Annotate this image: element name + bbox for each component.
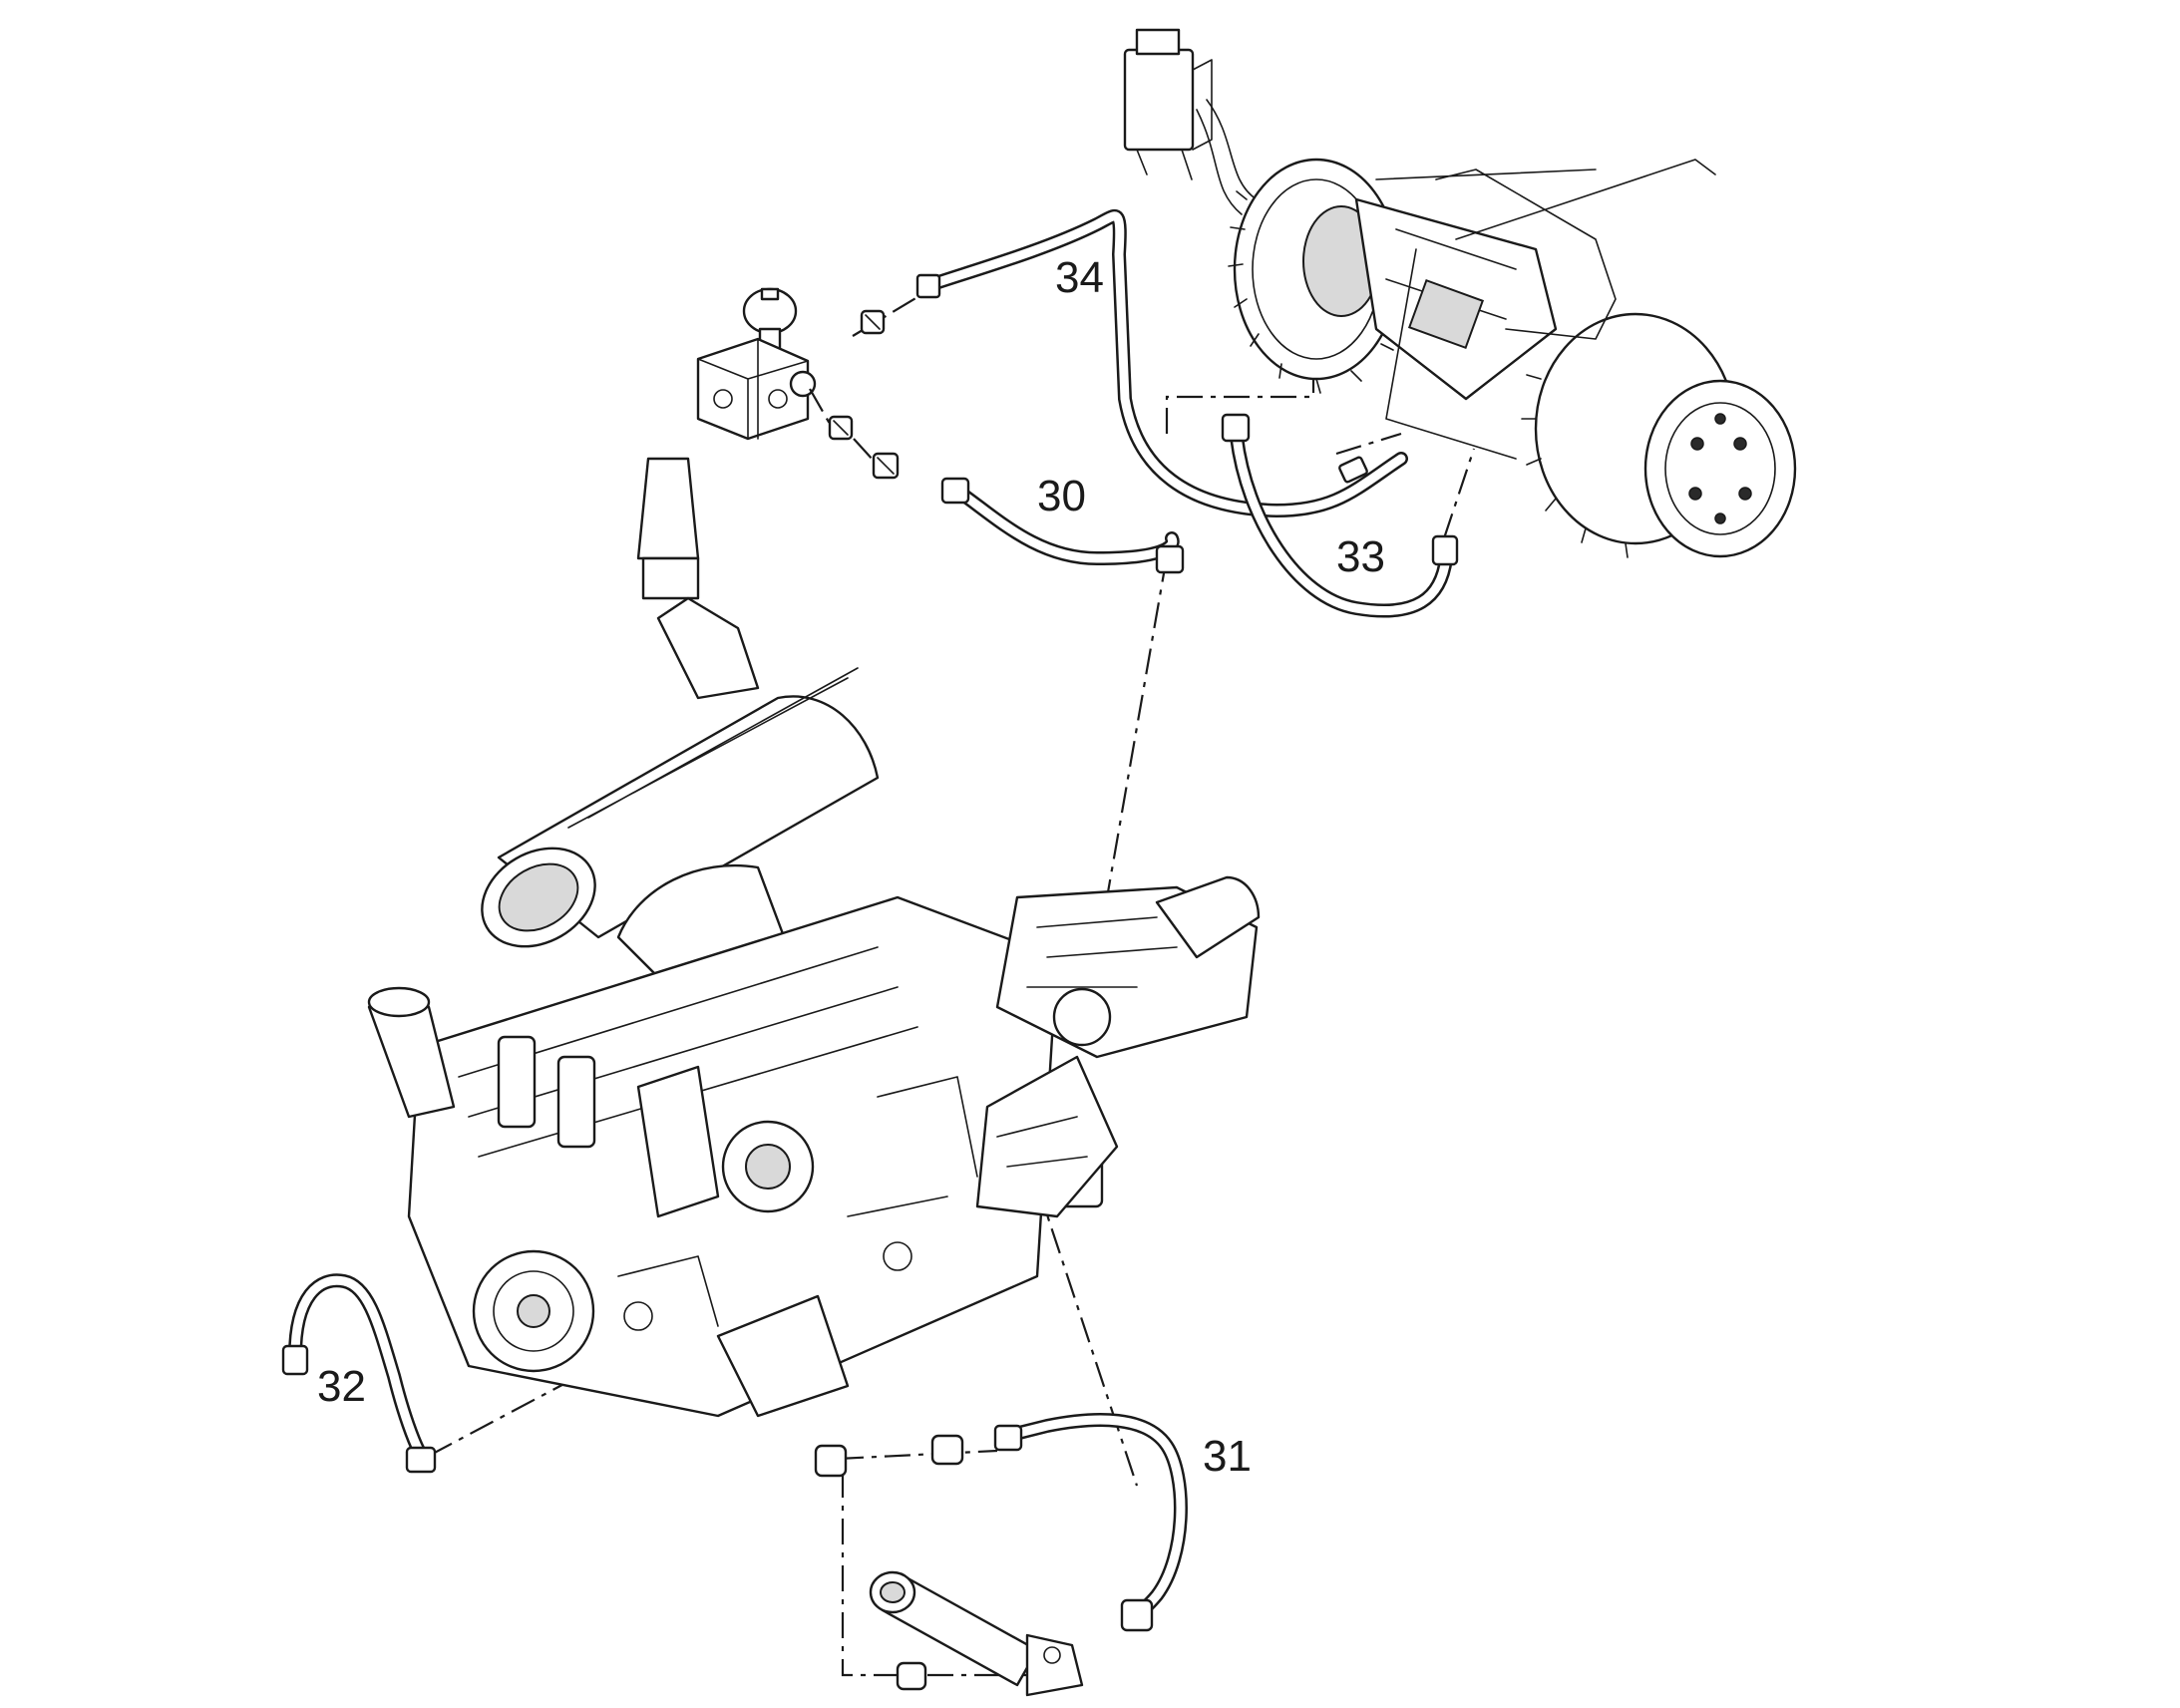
rear-axle-assembly <box>1123 28 1797 558</box>
hose-30 <box>940 477 1185 574</box>
callout-32: 32 <box>317 1362 366 1411</box>
engine-assembly <box>367 457 1059 1418</box>
hose-32-fitting-b <box>405 1446 437 1474</box>
valve-block-assembly <box>696 287 900 480</box>
hose-30-fitting-b <box>1155 544 1185 574</box>
valve-fitting-lower <box>872 452 900 480</box>
hose-31-fitting-b <box>1120 1598 1154 1632</box>
hose-34 <box>915 209 1408 517</box>
fitting-filter-inlet <box>896 1661 927 1691</box>
fitting-coupler <box>930 1434 964 1466</box>
callout-31: 31 <box>1203 1432 1252 1481</box>
hose-34-fitting-b <box>1338 456 1368 484</box>
hose-30-fitting-a <box>940 477 970 505</box>
hose-31-fitting-a <box>993 1424 1023 1452</box>
hose-33 <box>1221 413 1459 618</box>
callout-33: 33 <box>1336 532 1385 581</box>
inline-fittings <box>814 1434 964 1691</box>
callout-labels: 30 31 32 33 34 <box>317 253 1385 1481</box>
hydraulic-pump-assembly <box>975 875 1261 1218</box>
valve-fitting-mid <box>828 415 854 441</box>
hose-33-fitting-b <box>1431 534 1459 566</box>
inline-filter <box>869 1570 1084 1697</box>
hose-33-fitting-a <box>1221 413 1251 443</box>
callout-30: 30 <box>1037 472 1086 520</box>
valve-fitting-upper <box>860 309 886 335</box>
callout-34: 34 <box>1055 253 1104 302</box>
hose-32-fitting-a <box>281 1344 309 1376</box>
hose-32 <box>281 1273 437 1474</box>
fitting-elbow <box>814 1444 848 1478</box>
hose-31 <box>993 1413 1188 1632</box>
hose-34-fitting-a <box>915 273 941 299</box>
